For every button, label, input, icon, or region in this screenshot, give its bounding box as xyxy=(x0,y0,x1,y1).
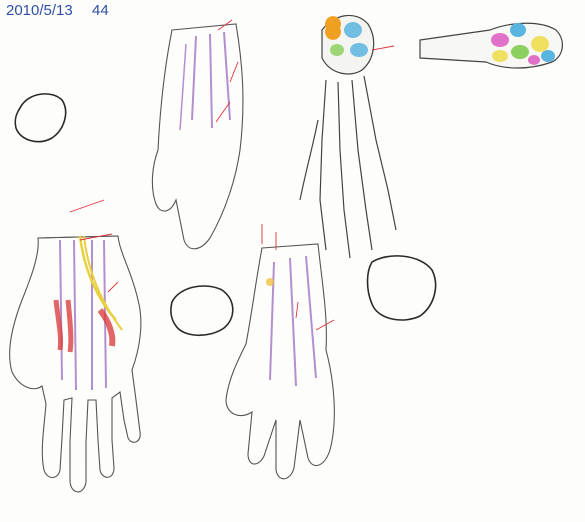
back-hand-upper-drawing xyxy=(151,23,244,250)
leader-lines xyxy=(69,19,395,331)
palm-hand-drawing xyxy=(9,235,142,493)
date-label: 2010/5/13 xyxy=(6,2,73,19)
carpal-bones-drawing xyxy=(419,22,563,69)
rotation-sketch-225 xyxy=(170,285,234,337)
page-number-label: 44 xyxy=(92,2,109,19)
rotation-sketch-240 xyxy=(366,255,437,321)
back-hand-lower-drawing xyxy=(225,243,335,480)
hand-skeleton-drawing xyxy=(299,14,397,259)
rotation-sketch-180 xyxy=(14,93,67,143)
